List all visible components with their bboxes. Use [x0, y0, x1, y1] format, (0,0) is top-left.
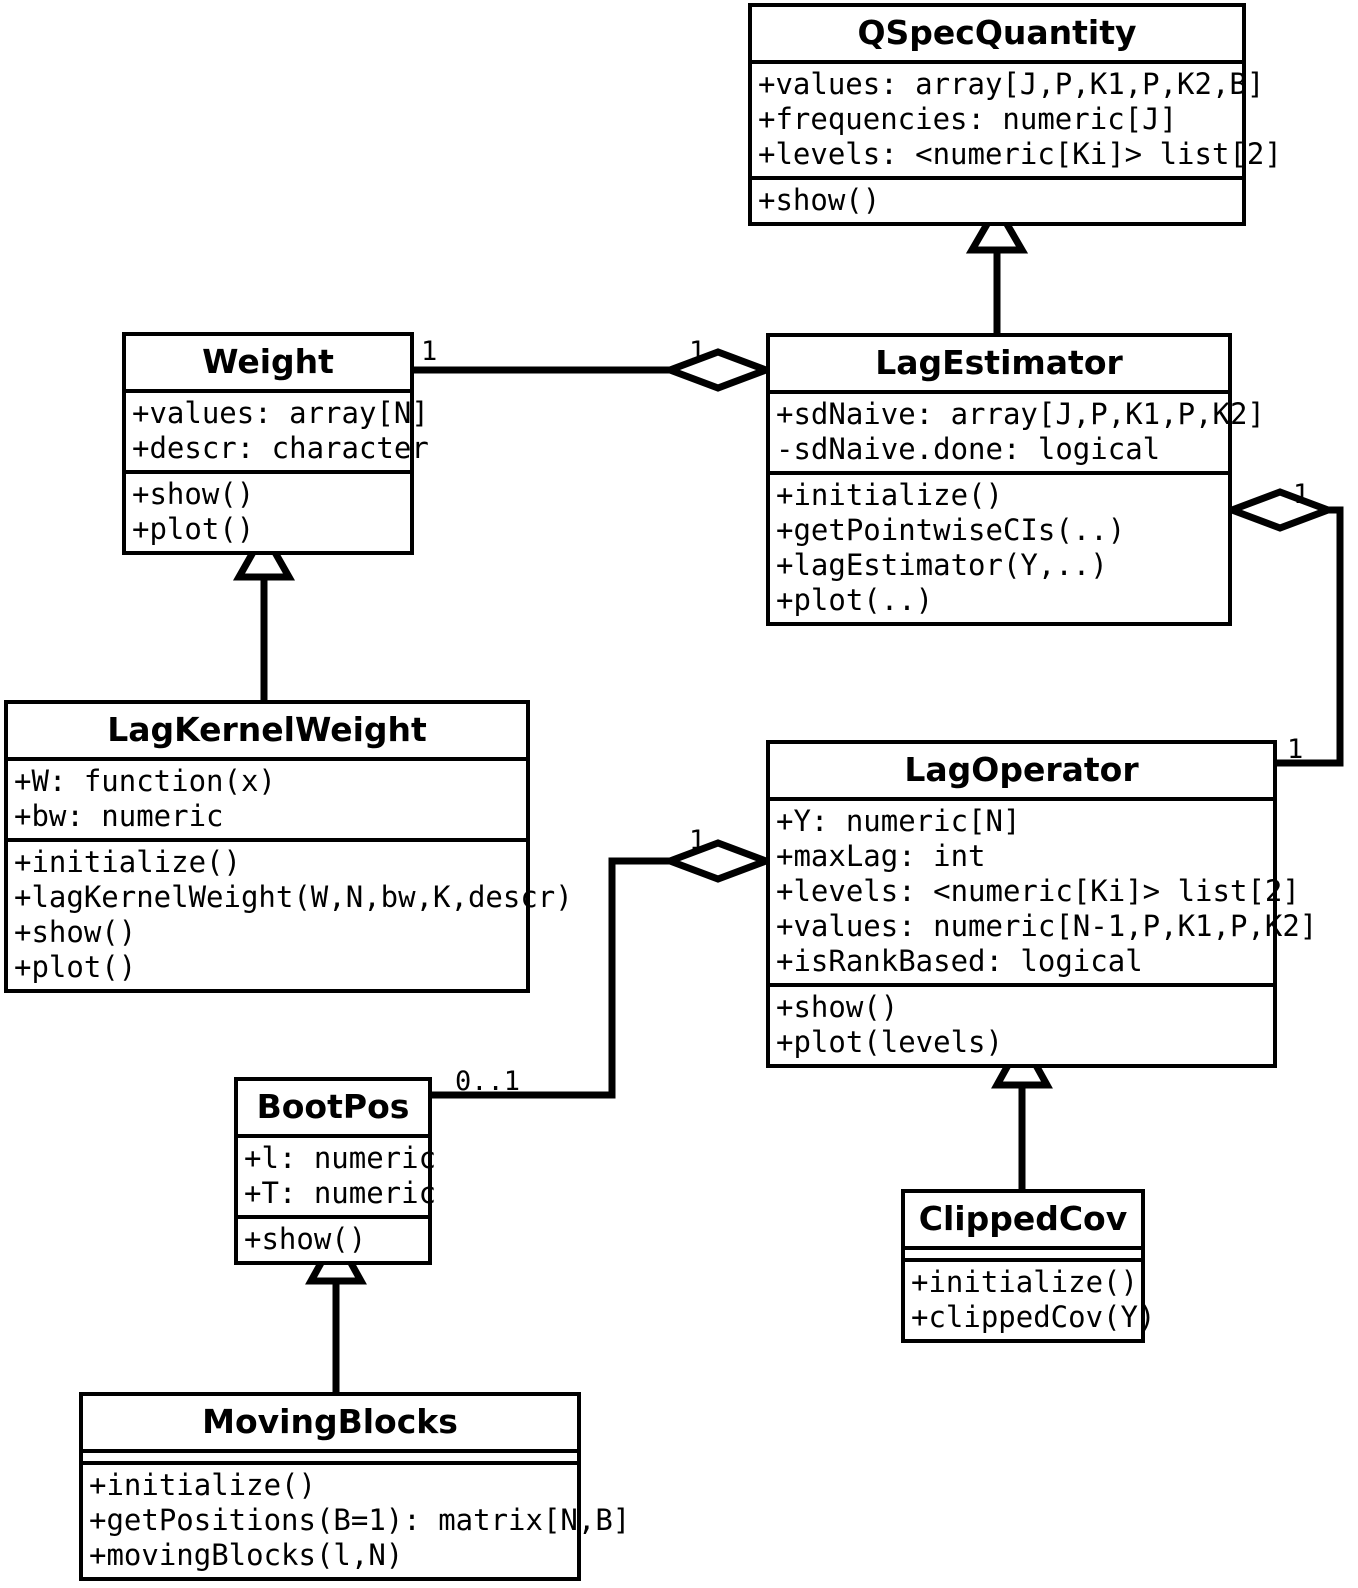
- method-row: +plot(): [14, 950, 137, 984]
- methods-compartment-bootpos: +show(): [238, 1215, 428, 1261]
- class-box-clippedcov[interactable]: ClippedCov +initialize() +clippedCov(Y): [901, 1189, 1156, 1343]
- class-box-movingblocks[interactable]: MovingBlocks +initialize() +getPositions…: [79, 1392, 631, 1581]
- methods-compartment-lagoperator: +show() +plot(levels): [770, 983, 1273, 1064]
- attribute-row: +levels: <numeric[Ki]> list[2]: [758, 137, 1282, 171]
- method-row: +getPointwiseCIs(..): [776, 513, 1126, 547]
- attribute-row: -sdNaive.done: logical: [776, 432, 1161, 466]
- class-name-qspecquantity: QSpecQuantity: [857, 13, 1137, 52]
- method-row: +plot(): [132, 512, 255, 546]
- class-box-lagkernelweight[interactable]: LagKernelWeight +W: function(x) +bw: num…: [4, 700, 573, 993]
- attributes-compartment-bootpos: +l: numeric +T: numeric: [238, 1134, 437, 1215]
- methods-compartment-clippedcov: +initialize() +clippedCov(Y): [905, 1258, 1156, 1339]
- edge-lagkernelweight-to-weight: [232, 525, 296, 700]
- attribute-row: +levels: <numeric[Ki]> list[2]: [776, 874, 1300, 908]
- multiplicity-weight-side: 1: [421, 336, 438, 367]
- class-box-bootpos[interactable]: BootPos +l: numeric +T: numeric +show(): [234, 1077, 437, 1265]
- attribute-row: +maxLag: int: [776, 839, 986, 873]
- attribute-row: +Y: numeric[N]: [776, 804, 1021, 838]
- attributes-compartment-qspecquantity: +values: array[J,P,K1,P,K2,B] +frequenci…: [752, 60, 1282, 176]
- method-row: +plot(..): [776, 583, 934, 617]
- method-row: +show(): [758, 183, 881, 217]
- attribute-row: +values: numeric[N-1,P,K1,P,K2]: [776, 909, 1318, 943]
- attribute-row: +values: array[J,P,K1,P,K2,B]: [758, 67, 1265, 101]
- methods-compartment-movingblocks: +initialize() +getPositions(B=1): matrix…: [83, 1461, 631, 1577]
- method-row: +show(): [776, 990, 899, 1024]
- multiplicity-bootpos-right-side: 0..1: [455, 1066, 521, 1097]
- method-row: +show(): [14, 915, 137, 949]
- method-row: +lagEstimator(Y,..): [776, 548, 1108, 582]
- attribute-row: +sdNaive: array[J,P,K1,P,K2]: [776, 397, 1265, 431]
- class-name-clippedcov: ClippedCov: [918, 1199, 1128, 1238]
- multiplicity-lagestimator-left-side: 1: [689, 336, 706, 367]
- class-name-weight: Weight: [202, 342, 334, 381]
- attributes-compartment-lagoperator: +Y: numeric[N] +maxLag: int +levels: <nu…: [770, 797, 1318, 983]
- attribute-row: +descr: character: [132, 431, 429, 465]
- method-row: +show(): [244, 1222, 367, 1256]
- method-row: +lagKernelWeight(W,N,bw,K,descr): [14, 880, 573, 914]
- class-name-lagoperator: LagOperator: [904, 750, 1139, 789]
- attribute-row: +frequencies: numeric[J]: [758, 102, 1178, 136]
- method-row: +initialize(): [14, 845, 241, 879]
- method-row: +initialize(): [911, 1265, 1138, 1299]
- attribute-row: +T: numeric: [244, 1176, 437, 1210]
- class-name-movingblocks: MovingBlocks: [202, 1402, 458, 1441]
- edge-lagestimator-to-lagoperator: [1222, 488, 1344, 767]
- class-name-lagkernelweight: LagKernelWeight: [107, 710, 427, 749]
- attributes-compartment-weight: +values: array[N] +descr: character: [126, 389, 429, 470]
- class-box-lagestimator[interactable]: LagEstimator +sdNaive: array[J,P,K1,P,K2…: [766, 333, 1265, 626]
- class-box-qspecquantity[interactable]: QSpecQuantity +values: array[J,P,K1,P,K2…: [748, 3, 1282, 226]
- class-box-weight[interactable]: Weight +values: array[N] +descr: charact…: [122, 332, 429, 555]
- methods-compartment-lagestimator: +initialize() +getPointwiseCIs(..) +lagE…: [770, 471, 1228, 622]
- attributes-compartment-lagestimator: +sdNaive: array[J,P,K1,P,K2] -sdNaive.do…: [770, 390, 1265, 471]
- class-name-bootpos: BootPos: [256, 1087, 410, 1126]
- class-name-lagestimator: LagEstimator: [875, 343, 1123, 382]
- methods-compartment-lagkernelweight: +initialize() +lagKernelWeight(W,N,bw,K,…: [8, 838, 573, 989]
- attribute-row: +W: function(x): [14, 764, 276, 798]
- method-row: +clippedCov(Y): [911, 1300, 1156, 1334]
- methods-compartment-weight: +show() +plot(): [126, 470, 410, 551]
- method-row: +movingBlocks(l,N): [89, 1538, 404, 1572]
- edge-weight-to-lagestimator: [414, 348, 776, 392]
- attributes-compartment-movingblocks: [83, 1449, 577, 1461]
- attribute-row: +bw: numeric: [14, 799, 224, 833]
- multiplicity-lagoperator-top-right: 1: [1287, 734, 1304, 765]
- method-row: +initialize(): [776, 478, 1003, 512]
- method-row: +getPositions(B=1): matrix[N,B]: [89, 1503, 631, 1537]
- class-box-lagoperator[interactable]: LagOperator +Y: numeric[N] +maxLag: int …: [766, 740, 1318, 1068]
- attribute-row: +values: array[N]: [132, 396, 429, 430]
- multiplicity-lagoperator-left-side: 1: [689, 825, 706, 856]
- attributes-compartment-clippedcov: [905, 1246, 1141, 1258]
- method-row: +show(): [132, 477, 255, 511]
- method-row: +plot(levels): [776, 1025, 1003, 1059]
- methods-compartment-qspecquantity: +show(): [752, 176, 1242, 222]
- multiplicity-lagestimator-right-side: 1: [1293, 479, 1310, 510]
- attribute-row: +isRankBased: logical: [776, 944, 1143, 978]
- attributes-compartment-lagkernelweight: +W: function(x) +bw: numeric: [8, 757, 526, 838]
- attribute-row: +l: numeric: [244, 1141, 437, 1175]
- method-row: +initialize(): [89, 1468, 316, 1502]
